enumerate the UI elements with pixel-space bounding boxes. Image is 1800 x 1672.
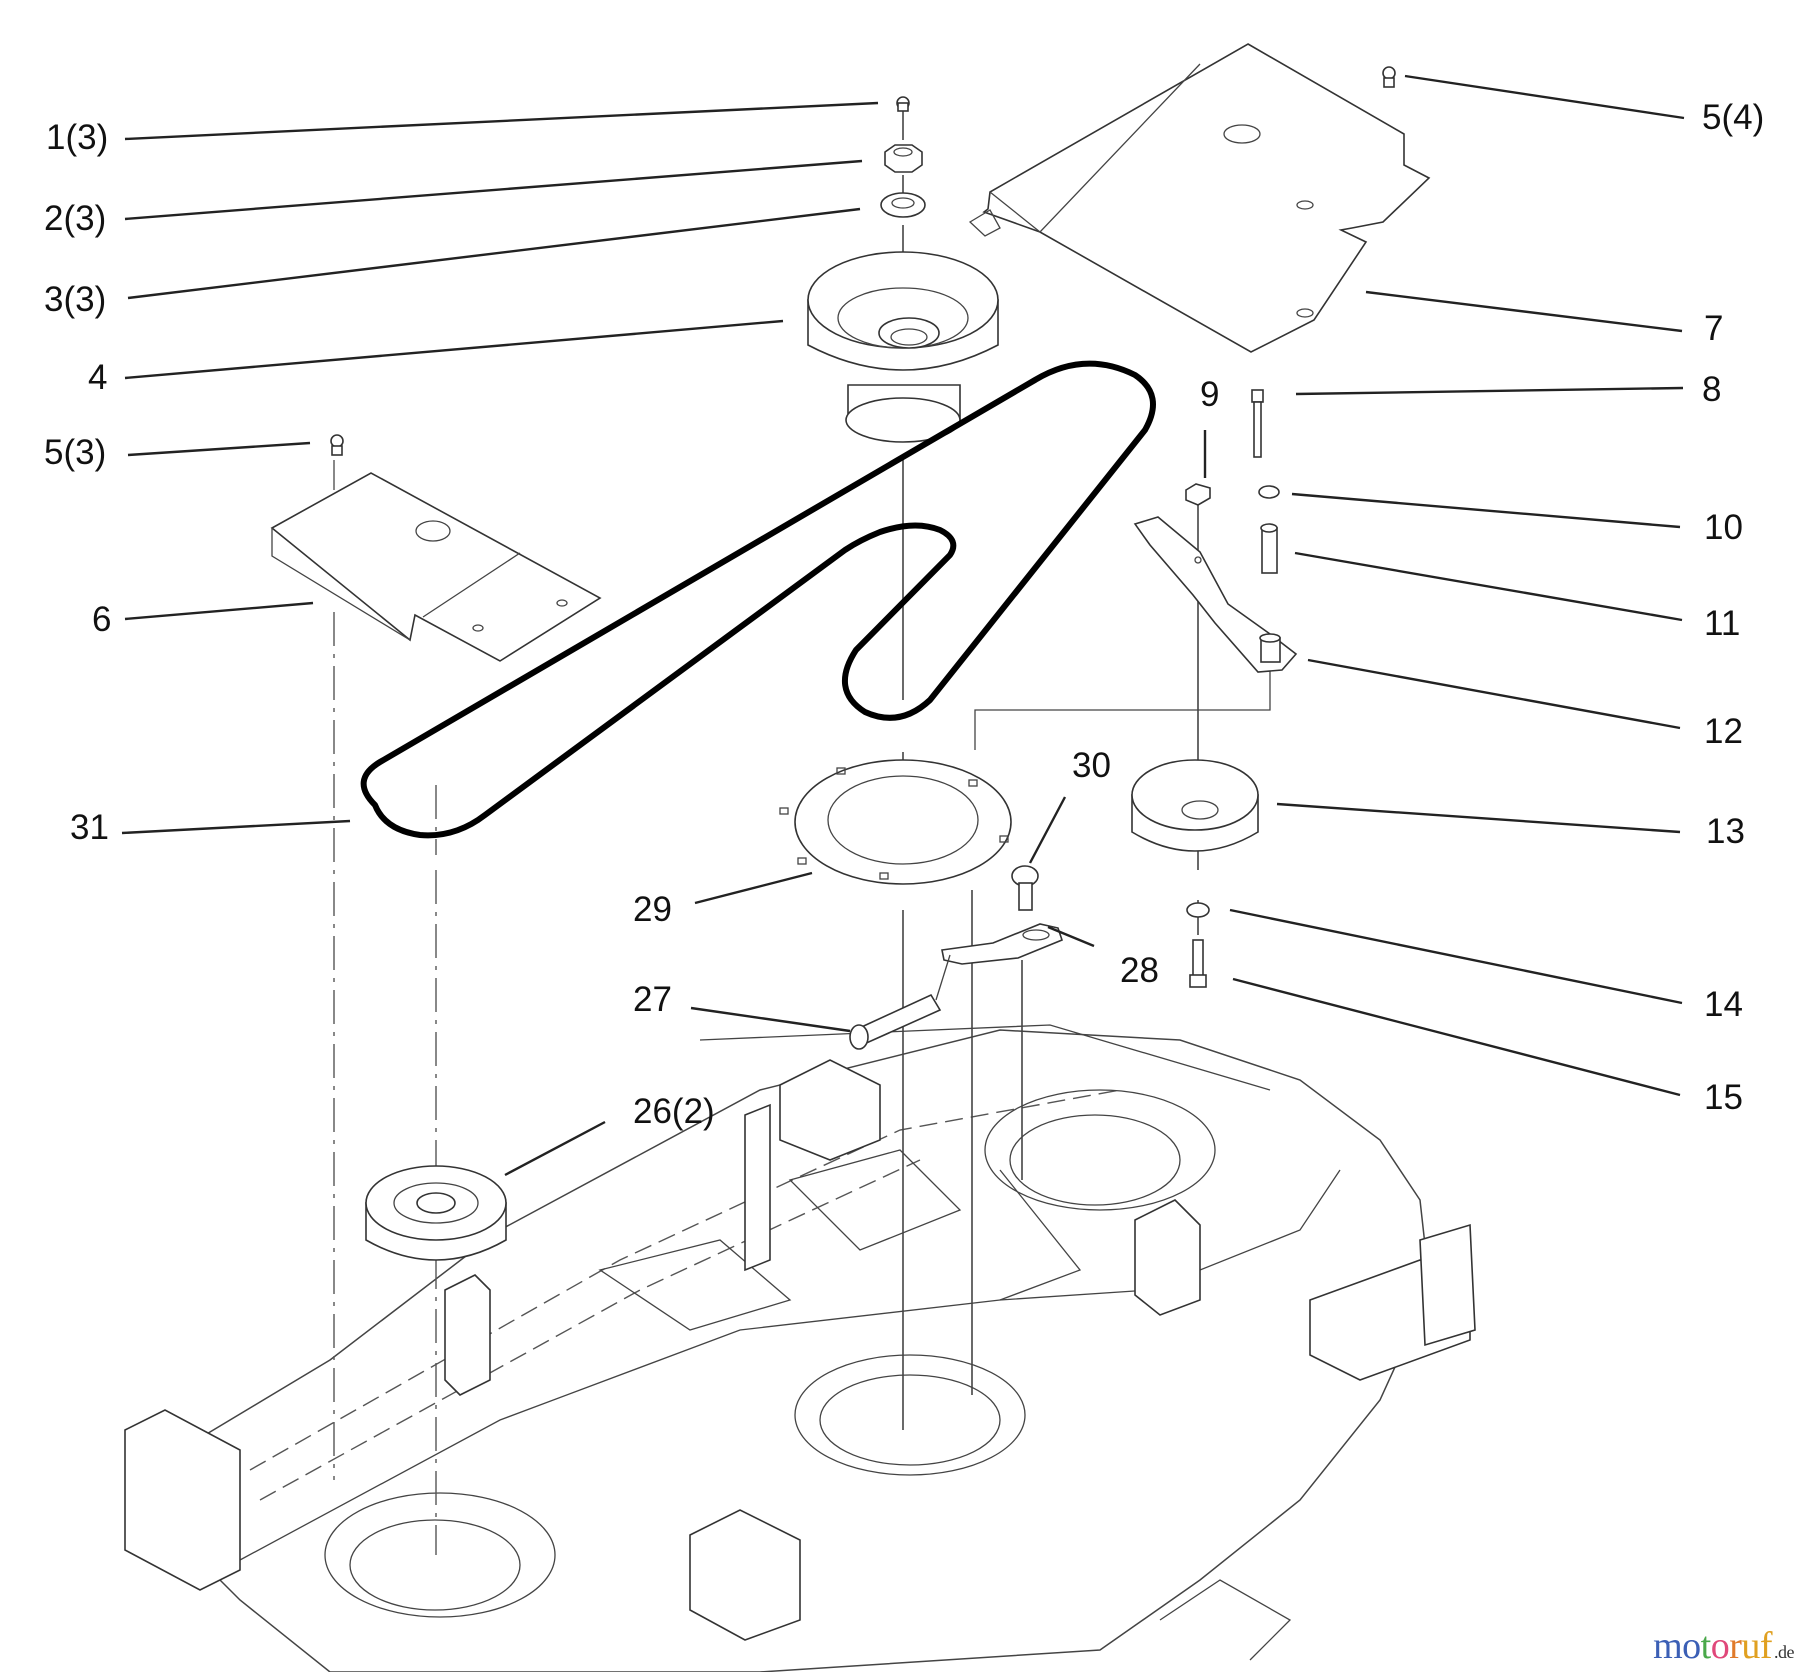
part-3-washer[interactable] [880,192,926,218]
mower-deck [124,1024,1476,1672]
watermark-logo: motoruf.de [1653,1624,1794,1668]
callout-12: 12 [1704,712,1743,751]
callout-5-right: 5(4) [1702,98,1765,137]
part-9-nut[interactable] [1185,483,1211,506]
part-6-left-belt-cover[interactable] [270,472,602,662]
part-14-washer[interactable] [1186,902,1210,918]
callout-30: 30 [1072,746,1111,785]
callout-15: 15 [1704,1078,1743,1117]
callout-26: 26(2) [633,1092,715,1131]
callout-10: 10 [1704,508,1743,547]
callout-8: 8 [1702,370,1722,409]
part-28-bracket[interactable] [941,923,1063,965]
part-7-right-belt-cover[interactable] [968,43,1431,353]
callout-14: 14 [1704,985,1743,1024]
part-1-nut[interactable] [896,96,910,112]
callout-4: 4 [88,358,108,397]
part-5-screw-left[interactable] [330,434,344,456]
part-11-spacer[interactable] [1260,523,1278,574]
callout-3: 3(3) [44,280,107,319]
part-29-spindle-mount-ring[interactable] [779,759,1012,885]
callout-28: 28 [1120,951,1159,990]
watermark-tld: .de [1774,1642,1795,1662]
part-30-carriage-bolt[interactable] [1011,865,1039,911]
callout-11: 11 [1704,604,1741,643]
callout-29: 29 [633,890,672,929]
part-12-idler-arm[interactable] [1133,516,1298,673]
watermark-letter: t [1700,1625,1712,1667]
callout-2: 2(3) [44,199,107,238]
part-10-washer[interactable] [1258,485,1280,499]
callout-13: 13 [1706,812,1745,851]
callout-9: 9 [1200,375,1220,414]
part-5-screw-right[interactable] [1382,66,1396,88]
watermark-letter: r [1729,1625,1742,1667]
callout-7: 7 [1704,309,1724,348]
watermark-letter: f [1759,1625,1773,1667]
callout-6: 6 [92,600,112,639]
watermark-name: motoruf [1653,1625,1772,1667]
part-4-spindle-pulley[interactable] [807,251,999,443]
callout-27: 27 [633,980,672,1019]
part-31-drive-belt[interactable] [360,360,1156,839]
watermark-letter: m [1653,1625,1683,1667]
watermark-letter: u [1741,1625,1760,1667]
part-13-idler-pulley[interactable] [1131,759,1259,852]
callout-5-left: 5(3) [44,433,107,472]
part-27-spring[interactable] [849,954,951,1050]
watermark-letter: o [1682,1625,1701,1667]
leader-lines [121,74,1685,1177]
part-15-bolt[interactable] [1189,939,1207,988]
part-26-spindle-pulley[interactable] [365,1165,507,1261]
callout-1: 1(3) [46,118,109,157]
part-8-bolt[interactable] [1251,389,1264,458]
callout-31: 31 [70,808,109,847]
watermark-letter: o [1710,1625,1730,1667]
part-2-hex-nut[interactable] [884,144,923,173]
